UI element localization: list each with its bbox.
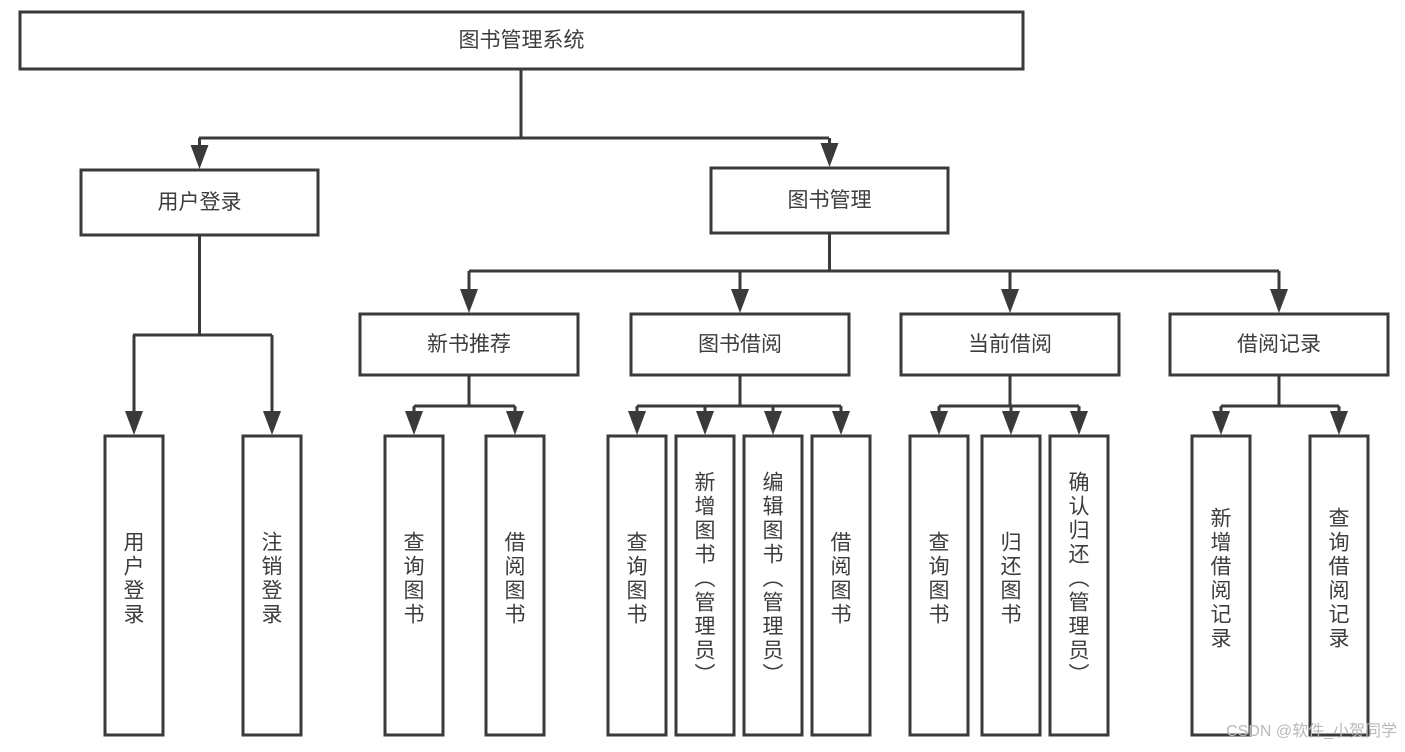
arrow-head-icon: [1330, 411, 1348, 435]
arrow-head-icon: [1270, 289, 1288, 313]
node-level2-2[interactable]: 当前借阅: [899, 312, 1121, 377]
node-label-level1-0: 用户登录: [158, 191, 242, 214]
node-label-level2-0: 新书推荐: [427, 333, 511, 356]
node-label-leaf-1: 注销登录: [262, 532, 283, 627]
arrow-head-icon: [405, 411, 423, 435]
node-box-level1-1[interactable]: [709, 166, 950, 235]
node-box-leaf-6[interactable]: [742, 434, 804, 737]
node-leaf-9[interactable]: 归还图书: [980, 434, 1042, 737]
node-label-leaf-2: 查询图书: [404, 532, 425, 627]
node-label-leaf-5: 新增图书︵管理员︶: [695, 472, 716, 687]
node-box-leaf-9[interactable]: [980, 434, 1042, 737]
node-box-leaf-5[interactable]: [674, 434, 736, 737]
node-leaf-1[interactable]: 注销登录: [241, 434, 303, 737]
node-box-level1-0[interactable]: [79, 168, 320, 237]
node-box-leaf-3[interactable]: [484, 434, 546, 737]
arrow-head-icon: [125, 411, 143, 435]
node-box-level2-3[interactable]: [1168, 312, 1390, 377]
node-level1-0[interactable]: 用户登录: [79, 168, 320, 237]
arrow-head-icon: [1001, 289, 1019, 313]
node-label-leaf-11: 新增借阅记录: [1211, 508, 1232, 651]
node-box-leaf-0[interactable]: [103, 434, 165, 737]
node-box-leaf-8[interactable]: [908, 434, 970, 737]
node-leaf-2[interactable]: 查询图书: [383, 434, 445, 737]
node-label-leaf-9: 归还图书: [1001, 532, 1022, 627]
node-leaf-6[interactable]: 编辑图书︵管理员︶: [742, 434, 804, 737]
arrow-head-icon: [628, 411, 646, 435]
node-box-leaf-7[interactable]: [810, 434, 872, 737]
node-box-level2-1[interactable]: [629, 312, 851, 377]
arrow-head-icon: [460, 289, 478, 313]
node-box-leaf-4[interactable]: [606, 434, 668, 737]
node-box-leaf-10[interactable]: [1048, 434, 1110, 737]
node-leaf-0[interactable]: 用户登录: [103, 434, 165, 737]
arrow-head-icon: [832, 411, 850, 435]
node-level1-1[interactable]: 图书管理: [709, 166, 950, 235]
node-leaf-10[interactable]: 确认归还︵管理员︶: [1048, 434, 1110, 737]
connectors-layer: [125, 69, 1348, 435]
node-leaf-7[interactable]: 借阅图书: [810, 434, 872, 737]
node-label-leaf-3: 借阅图书: [505, 532, 526, 627]
node-box-leaf-2[interactable]: [383, 434, 445, 737]
arrow-head-icon: [1070, 411, 1088, 435]
node-level2-1[interactable]: 图书借阅: [629, 312, 851, 377]
node-leaf-8[interactable]: 查询图书: [908, 434, 970, 737]
node-label-leaf-8: 查询图书: [929, 532, 950, 627]
node-label-leaf-10: 确认归还︵管理员︶: [1069, 472, 1090, 687]
node-level2-3[interactable]: 借阅记录: [1168, 312, 1390, 377]
arrow-head-icon: [1212, 411, 1230, 435]
node-label-leaf-6: 编辑图书︵管理员︶: [763, 472, 784, 687]
node-label-leaf-12: 查询借阅记录: [1329, 508, 1350, 651]
nodes-layer: 图书管理系统用户登录图书管理新书推荐图书借阅当前借阅借阅记录用户登录注销登录查询…: [18, 10, 1390, 737]
node-label-level2-2: 当前借阅: [968, 333, 1052, 356]
node-box-root-0[interactable]: [18, 10, 1025, 71]
arrow-head-icon: [820, 143, 839, 167]
node-leaf-4[interactable]: 查询图书: [606, 434, 668, 737]
arrow-head-icon: [506, 411, 524, 435]
node-box-level2-0[interactable]: [358, 312, 580, 377]
arrow-head-icon: [190, 145, 209, 169]
node-leaf-3[interactable]: 借阅图书: [484, 434, 546, 737]
node-box-level2-2[interactable]: [899, 312, 1121, 377]
node-label-level2-3: 借阅记录: [1237, 333, 1321, 356]
node-leaf-11[interactable]: 新增借阅记录: [1190, 434, 1252, 737]
node-label-level1-1: 图书管理: [788, 189, 872, 212]
node-label-level2-1: 图书借阅: [698, 333, 782, 356]
node-leaf-5[interactable]: 新增图书︵管理员︶: [674, 434, 736, 737]
arrow-head-icon: [696, 411, 714, 435]
node-box-leaf-11[interactable]: [1190, 434, 1252, 737]
node-level2-0[interactable]: 新书推荐: [358, 312, 580, 377]
node-leaf-12[interactable]: 查询借阅记录: [1308, 434, 1370, 737]
arrow-head-icon: [1002, 411, 1020, 435]
arrow-head-icon: [764, 411, 782, 435]
node-label-leaf-0: 用户登录: [124, 532, 145, 627]
node-box-leaf-1[interactable]: [241, 434, 303, 737]
arrow-head-icon: [930, 411, 948, 435]
node-label-root-0: 图书管理系统: [459, 29, 585, 52]
node-label-leaf-4: 查询图书: [627, 532, 648, 627]
node-root-0[interactable]: 图书管理系统: [18, 10, 1025, 71]
arrow-head-icon: [731, 289, 749, 313]
node-label-leaf-7: 借阅图书: [831, 532, 852, 627]
node-box-leaf-12[interactable]: [1308, 434, 1370, 737]
arrow-head-icon: [263, 411, 281, 435]
